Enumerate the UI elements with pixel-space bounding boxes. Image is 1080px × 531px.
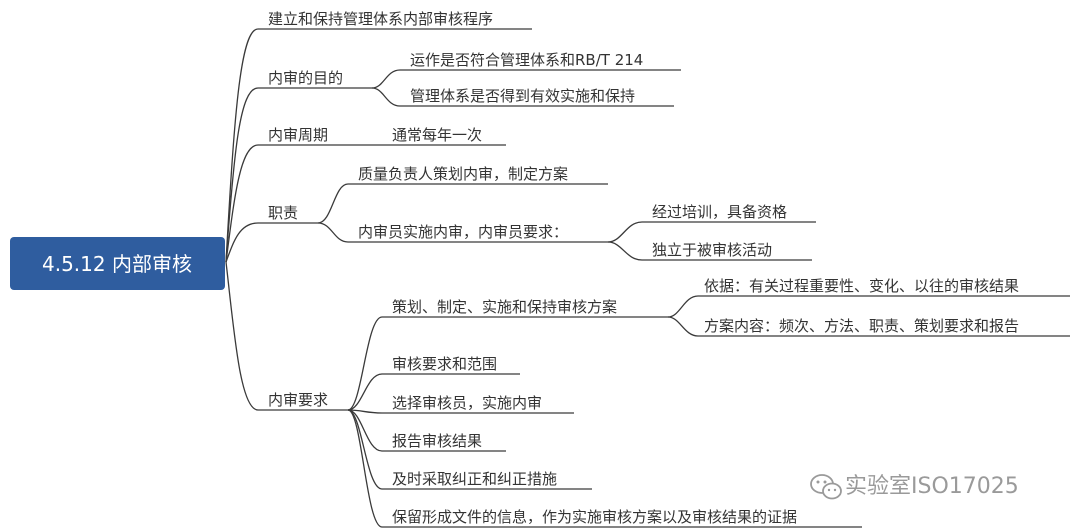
node-requirements[interactable]: 内审要求 — [268, 391, 328, 409]
connector-req-6 — [347, 409, 862, 528]
watermark: 实验室ISO17025 — [810, 474, 1019, 500]
connector-req-2 — [347, 373, 520, 411]
watermark-text: 实验室ISO17025 — [845, 474, 1019, 499]
node-duties[interactable]: 职责 — [268, 204, 298, 222]
connector-req-4 — [347, 409, 506, 452]
node-duties-subitem[interactable]: 经过培训，具备资格 — [652, 203, 787, 221]
node-cycle[interactable]: 内审周期 — [268, 126, 328, 144]
node-duties-subitem[interactable]: 独立于被审核活动 — [652, 241, 772, 259]
connector-root-purpose — [225, 87, 372, 263]
node-requirement-subitem[interactable]: 方案内容：频次、方法、职责、策划要求和报告 — [704, 317, 1019, 335]
node-purpose-item[interactable]: 运作是否符合管理体系和RB/T 214 — [410, 51, 643, 69]
node-requirement-subitem[interactable]: 依据：有关过程重要性、变化、以往的审核结果 — [704, 277, 1019, 295]
connector-root-requirements — [225, 261, 348, 411]
connector-req-1-1 — [667, 295, 1070, 318]
connector-duties-2-2 — [607, 241, 812, 261]
wechat-icon — [810, 474, 842, 500]
node-requirement-item[interactable]: 保留形成文件的信息，作为实施审核方案以及审核结果的证据 — [392, 508, 797, 526]
connector-purpose-2 — [371, 87, 674, 107]
node-procedure[interactable]: 建立和保持管理体系内部审核程序 — [268, 10, 493, 28]
node-requirement-item[interactable]: 及时采取纠正和纠正措施 — [392, 470, 557, 488]
root-node-label: 4.5.12 内部审核 — [42, 252, 192, 276]
node-requirement-item[interactable]: 策划、制定、实施和保持审核方案 — [392, 298, 617, 316]
connector-duties-1 — [317, 183, 608, 224]
connector-root-duties — [225, 222, 318, 263]
root-node[interactable]: 4.5.12 内部审核 — [10, 237, 225, 290]
node-requirement-item[interactable]: 选择审核员，实施内审 — [392, 394, 542, 412]
connector-duties-2-1 — [607, 221, 816, 243]
connector-root-procedure — [225, 28, 532, 263]
node-cycle-item[interactable]: 通常每年一次 — [392, 126, 482, 144]
connector-req-1-2 — [667, 316, 1070, 337]
node-purpose-item[interactable]: 管理体系是否得到有效实施和保持 — [410, 87, 635, 105]
connector-req-3 — [347, 409, 574, 414]
connector-purpose-1 — [371, 69, 681, 89]
connector-duties-2 — [317, 222, 608, 243]
node-purpose[interactable]: 内审的目的 — [268, 69, 343, 87]
node-duties-item[interactable]: 质量负责人策划内审，制定方案 — [358, 165, 568, 183]
connectors — [225, 28, 1070, 528]
connector-root-cycle — [225, 144, 370, 263]
node-requirement-item[interactable]: 审核要求和范围 — [392, 355, 497, 373]
connector-req-1 — [347, 316, 668, 411]
node-duties-item[interactable]: 内审员实施内审，内审员要求： — [358, 223, 568, 241]
root-node-box — [10, 237, 225, 290]
node-requirement-item[interactable]: 报告审核结果 — [392, 432, 482, 450]
